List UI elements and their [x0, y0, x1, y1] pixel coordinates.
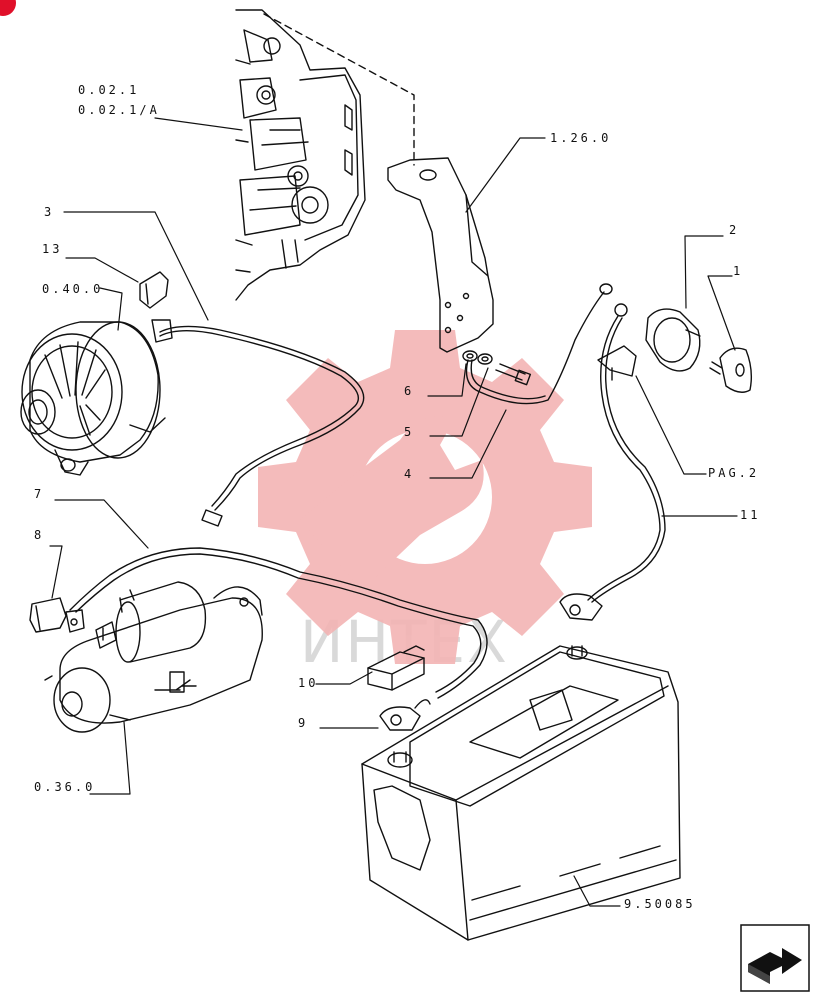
- ignition-switch: [645, 308, 701, 372]
- terminal-boot-13: [139, 271, 169, 309]
- watermark-gear: [258, 330, 592, 664]
- callout-switch-page-ref: PAG.2: [708, 466, 760, 480]
- battery-clamp-negative: [559, 593, 603, 621]
- ground-strap: [465, 291, 605, 405]
- callout-4: 4: [404, 467, 415, 481]
- callout-11: 11: [740, 508, 761, 522]
- callout-engine-ref-alt: 0.02.1/A: [78, 103, 160, 117]
- terminal-cap-10: [367, 645, 425, 691]
- switch-cover: [597, 345, 637, 381]
- next-page-arrow-icon: [740, 924, 810, 992]
- callout-9: 9: [298, 716, 309, 730]
- battery-clamp-9: [379, 699, 431, 731]
- callout-6: 6: [404, 384, 415, 398]
- callout-starter-ref: 0.36.0: [34, 780, 96, 794]
- callout-engine-ref: 0.02.1: [78, 83, 140, 97]
- callout-13: 13: [42, 242, 63, 256]
- callout-7: 7: [34, 487, 45, 501]
- callout-8: 8: [34, 528, 45, 542]
- corner-marker: [0, 0, 16, 16]
- callout-3: 3: [44, 205, 55, 219]
- leader-lines: [49, 117, 738, 907]
- cable-7: [65, 547, 488, 699]
- starter-motor: [44, 581, 263, 733]
- next-page-button[interactable]: [740, 924, 810, 992]
- terminal-boot-8: [29, 597, 67, 633]
- callout-bracket-ref: 1.26.0: [550, 131, 612, 145]
- engine-block: [235, 9, 366, 301]
- bolt-and-washers: [462, 350, 532, 386]
- mounting-bracket: [387, 157, 494, 353]
- callout-1: 1: [733, 264, 744, 278]
- ignition-key: [709, 347, 753, 393]
- watermark-logo: [258, 330, 592, 664]
- alternator: [20, 321, 166, 476]
- battery: [361, 645, 681, 941]
- watermark-wrench: [300, 416, 484, 590]
- callout-5: 5: [404, 425, 415, 439]
- callout-10: 10: [298, 676, 319, 690]
- callout-2: 2: [729, 223, 740, 237]
- cable-3: [151, 319, 365, 527]
- callout-battery-ref: 9.50085: [624, 897, 696, 911]
- callout-alternator-ref: 0.40.0: [42, 282, 104, 296]
- alignment-dash: [263, 13, 415, 166]
- cable-11: [587, 303, 666, 603]
